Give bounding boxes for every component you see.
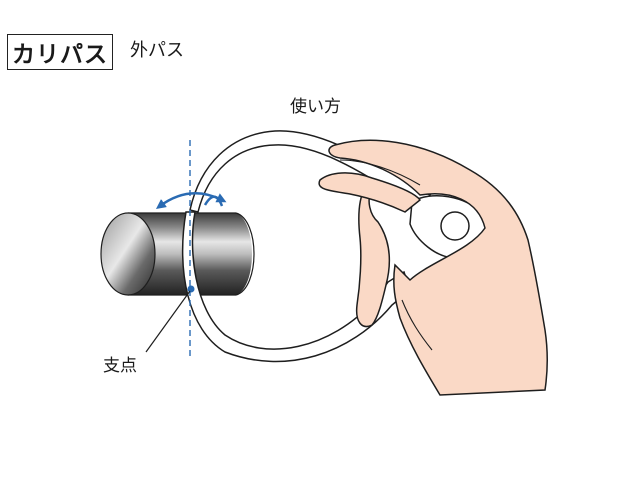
hand-palm [328, 139, 548, 396]
rod-right-edge [235, 212, 255, 296]
title-box: カリパス [7, 34, 113, 70]
hand-index-finger [318, 172, 422, 213]
caliper-hinge [409, 195, 488, 259]
hinge-pivot [440, 211, 470, 241]
rod-left-face [100, 212, 156, 296]
rod-right-end [216, 213, 252, 295]
title-text: カリパス [12, 42, 108, 68]
rod-outline [128, 212, 236, 296]
hand [318, 139, 548, 396]
fulcrum-leader-line [145, 290, 191, 353]
usage-label: 使い方 [290, 97, 341, 117]
hand-finger-lines [339, 159, 433, 351]
rotation-arrow-icon [155, 192, 227, 209]
subtitle: 外パス [130, 40, 184, 61]
round-bar-workpiece [100, 212, 255, 296]
fulcrum-point [187, 285, 195, 293]
fulcrum-label: 支点 [103, 356, 137, 376]
